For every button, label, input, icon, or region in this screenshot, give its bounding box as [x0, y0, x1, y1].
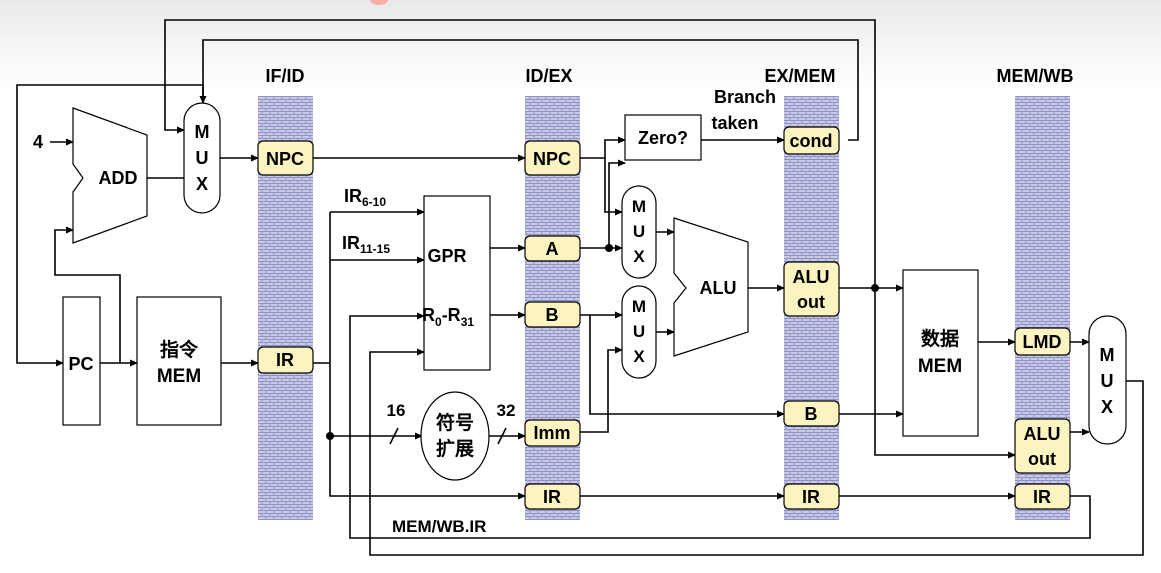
mem-wb-ir-label: IR — [1033, 487, 1051, 507]
branch-taken-label-2: taken — [711, 113, 758, 133]
top-decoration — [370, 0, 388, 5]
pc-label: PC — [68, 354, 93, 374]
sign-extend-label-2: 扩展 — [436, 438, 474, 460]
gpr-label: GPR — [427, 246, 466, 266]
id-ex-b-label: B — [546, 305, 559, 325]
id-ex-ir-register: IR — [524, 483, 581, 510]
data-memory-label-1: 数据 — [921, 327, 959, 350]
ir-field-11-15: IR11-15 — [342, 233, 390, 256]
branch-taken-label-1: Branch — [714, 87, 776, 107]
constant-four: 4 — [33, 132, 43, 152]
sign-extend-label-1: 符号 — [436, 411, 474, 434]
stage-label-mem-wb: MEM/WB — [997, 66, 1074, 86]
id-ex-ir-label: IR — [543, 487, 561, 507]
add-unit: ADD — [72, 107, 148, 244]
pc-mux-letter-u: U — [196, 148, 209, 168]
alu-mux-bottom: M U X — [621, 285, 657, 379]
mem-wb-aluout-label-1: ALU — [1024, 424, 1061, 444]
if-id-npc-register: NPC — [257, 140, 314, 176]
pc-mux-letter-x: X — [196, 174, 208, 194]
writeback-mux-letter-x: X — [1101, 397, 1113, 417]
ex-mem-b-register: B — [783, 400, 840, 427]
instruction-memory: 指令 MEM — [136, 296, 222, 426]
alu-unit: ALU — [673, 217, 749, 357]
mem-wb-ir-annotation: MEM/WB.IR — [392, 517, 486, 536]
alu-mux-top: M U X — [621, 185, 657, 279]
if-id-npc-label: NPC — [266, 149, 304, 169]
ex-mem-ir-register: IR — [783, 483, 840, 510]
ex-mem-ir-label: IR — [802, 487, 820, 507]
stage-label-if-id: IF/ID — [266, 66, 305, 86]
zero-label: Zero? — [638, 128, 688, 148]
register-range-label: R0-R31 — [422, 305, 474, 329]
pc-mux-letter-m: M — [195, 122, 210, 142]
alu-mux-bottom-letter-m: M — [632, 297, 646, 316]
mem-wb-aluout-register: ALU out — [1014, 418, 1071, 474]
ex-mem-aluout-label-2: out — [797, 292, 825, 312]
stage-label-id-ex: ID/EX — [525, 66, 572, 86]
mem-wb-aluout-label-2: out — [1028, 449, 1056, 469]
ex-mem-cond-register: cond — [783, 126, 840, 155]
if-id-ir-label: IR — [276, 350, 294, 370]
zero-detect-unit: Zero? — [624, 114, 702, 161]
instruction-memory-label-1: 指令 — [160, 338, 199, 361]
add-label: ADD — [99, 168, 138, 188]
alu-mux-top-letter-m: M — [632, 197, 646, 216]
ex-mem-b-label: B — [805, 404, 818, 424]
pc-mux: M U X — [183, 102, 221, 214]
mem-wb-lmd-register: LMD — [1014, 327, 1071, 356]
width-label-32: 32 — [497, 401, 516, 420]
data-memory: 数据 MEM — [902, 269, 979, 437]
writeback-mux-letter-m: M — [1100, 345, 1115, 365]
stage-label-ex-mem: EX/MEM — [764, 66, 835, 86]
data-memory-label-2: MEM — [918, 356, 962, 377]
sign-extend-unit: 符号 扩展 — [420, 391, 490, 481]
ex-mem-cond-label: cond — [790, 131, 833, 151]
writeback-mux: M U X — [1088, 315, 1127, 445]
ex-mem-aluout-register: ALU out — [783, 261, 840, 317]
mem-wb-ir-register: IR — [1014, 483, 1071, 510]
id-ex-a-register: A — [524, 235, 581, 262]
mem-wb-lmd-label: LMD — [1023, 332, 1062, 352]
pc-register: PC — [62, 296, 101, 426]
id-ex-a-label: A — [546, 239, 559, 259]
width-label-16: 16 — [387, 401, 406, 420]
id-ex-imm-register: Imm — [524, 419, 581, 447]
register-file: GPR R0-R31 — [422, 195, 491, 371]
instruction-memory-label-2: MEM — [157, 366, 201, 387]
alu-mux-top-letter-u: U — [633, 222, 645, 241]
wires — [16, 19, 1144, 556]
alu-mux-bottom-letter-u: U — [633, 322, 645, 341]
writeback-mux-letter-u: U — [1101, 371, 1114, 391]
id-ex-npc-register: NPC — [524, 140, 581, 176]
alu-label: ALU — [700, 278, 737, 298]
alu-mux-bottom-letter-x: X — [633, 347, 645, 366]
alu-mux-top-letter-x: X — [633, 247, 645, 266]
if-id-ir-register: IR — [257, 346, 314, 374]
id-ex-npc-label: NPC — [533, 149, 571, 169]
id-ex-b-register: B — [524, 301, 581, 328]
ex-mem-aluout-label-1: ALU — [793, 267, 830, 287]
ir-field-6-10: IR6-10 — [344, 186, 386, 209]
id-ex-imm-label: Imm — [533, 423, 570, 443]
